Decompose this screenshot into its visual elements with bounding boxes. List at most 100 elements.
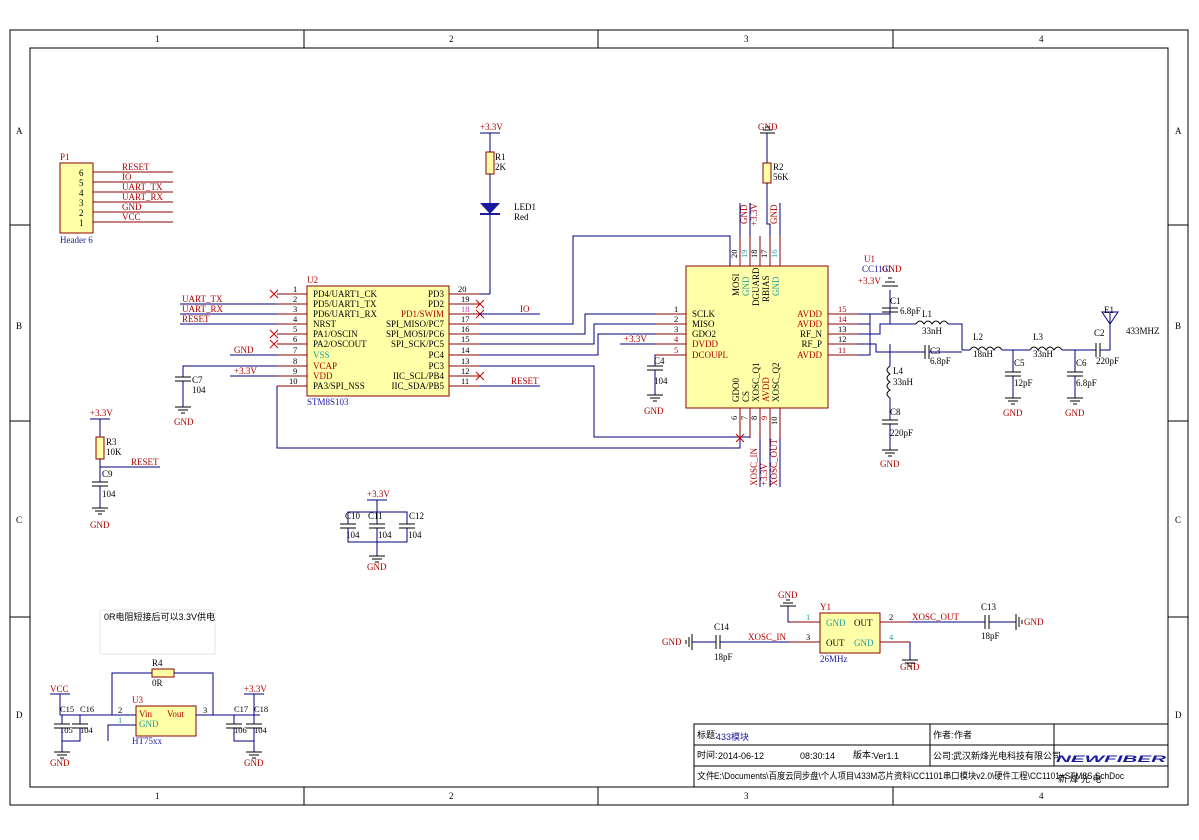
c13-gnd: GND bbox=[1024, 617, 1044, 627]
u1-pin-20-name: MOSI bbox=[731, 273, 741, 296]
y1-pin-2-num: 2 bbox=[889, 612, 893, 622]
c7-value: 104 bbox=[192, 385, 206, 395]
u2-pin-7-name: VSS bbox=[313, 350, 330, 360]
u3-gnd-pin: GND bbox=[139, 719, 159, 729]
u1-pin-19-num: 19 bbox=[739, 250, 749, 259]
title-label: 标题: bbox=[697, 729, 718, 740]
c17-value: 106 bbox=[234, 725, 247, 735]
u1-pin-16-name: GND bbox=[771, 276, 781, 296]
u1-pin-3-name: GDO2 bbox=[692, 329, 716, 339]
r1-value: 2K bbox=[495, 162, 507, 172]
u1-pin-15-name: AVDD bbox=[797, 309, 822, 319]
c14-gnd: GND bbox=[662, 637, 682, 647]
title-value: 433模块 bbox=[716, 731, 749, 742]
u2-mcu: U2 STM8S103 PD4/UART1_CK PD5/UART1_TX PD… bbox=[174, 235, 751, 449]
e1-ref: E1 bbox=[1104, 305, 1114, 315]
c2-ref: C2 bbox=[1094, 328, 1105, 338]
border-ticks bbox=[10, 30, 1188, 805]
p1-name: Header 6 bbox=[60, 235, 93, 245]
u2-pin-3-num: 3 bbox=[293, 304, 297, 314]
u2-net-reset-right: RESET bbox=[511, 376, 539, 386]
p1-net-vcc: VCC bbox=[122, 212, 141, 222]
p1-header: P1 Header 6 6 5 4 3 2 1 RESET IO UART_TX… bbox=[59, 152, 173, 245]
note-box bbox=[99, 609, 216, 655]
c7-ref: C7 bbox=[192, 375, 203, 385]
c5-gnd: GND bbox=[1003, 408, 1023, 418]
u2-pin-16-name: SPI_MOSI/PC6 bbox=[386, 329, 445, 339]
c2-value: 220pF bbox=[1096, 356, 1119, 366]
u2-pin-3-name: PD6/UART1_RX bbox=[313, 309, 377, 319]
c6-gnd: GND bbox=[1065, 408, 1085, 418]
c3-ref: C3 bbox=[930, 346, 941, 356]
r4-value: 0R bbox=[152, 678, 163, 688]
u1-pin-18-name: DGUARD bbox=[751, 267, 761, 306]
led1-ref: LED1 bbox=[514, 202, 536, 212]
border-row-d-right: D bbox=[1175, 710, 1182, 720]
c13-value: 18pF bbox=[981, 631, 1000, 641]
c12-value: 104 bbox=[408, 530, 422, 540]
border-col-2-top: 2 bbox=[449, 34, 454, 44]
c9-ref: C9 bbox=[102, 469, 113, 479]
u2-pin-9-name: VDD bbox=[313, 371, 333, 381]
u1-net-33v-18: +3.3V bbox=[749, 203, 759, 226]
y1-pin-3-name: OUT bbox=[826, 638, 845, 648]
sheet-inner-border bbox=[29, 47, 1169, 788]
led1-value: Red bbox=[514, 212, 529, 222]
border-row-b-right: B bbox=[1175, 321, 1181, 331]
u2-net-io: IO bbox=[520, 304, 530, 314]
c13-ref: C13 bbox=[981, 602, 997, 612]
u2-pin-16-num: 16 bbox=[461, 324, 470, 334]
u3-regulator: U3 HT75xx Vin Vout GND 2 3 1 R4 0R VCC +… bbox=[50, 658, 268, 768]
c1-value: 6.8pF bbox=[900, 306, 921, 316]
u1-pin-11-name: AVDD bbox=[797, 350, 822, 360]
p1-net-gnd: GND bbox=[122, 202, 142, 212]
p1-net-uart-tx: UART_TX bbox=[122, 182, 163, 192]
u2-pin-20-name: PD3 bbox=[428, 289, 445, 299]
c3-value: 6.8pF bbox=[930, 356, 951, 366]
u1-pin-10-name: XOSC_Q2 bbox=[771, 362, 781, 402]
u2-pin-4-num: 4 bbox=[293, 314, 298, 324]
u2-pin-17-name: SPI_MISO/PC7 bbox=[386, 319, 445, 329]
r2-value: 56K bbox=[773, 172, 789, 182]
y1-pin-1-name: GND bbox=[826, 618, 846, 628]
y1-gnd-bottom: GND bbox=[900, 662, 920, 672]
y1-pin-4-name: GND bbox=[854, 638, 874, 648]
r3-ref: R3 bbox=[106, 437, 117, 447]
u2-pin-17-num: 17 bbox=[461, 314, 470, 324]
l3-ref: L3 bbox=[1033, 332, 1043, 342]
u1-pin-12-name: RF_P bbox=[801, 339, 822, 349]
u1-pin-17-name: RBIAS bbox=[761, 275, 771, 302]
border-row-a-left: A bbox=[16, 126, 23, 136]
c4-value: 104 bbox=[654, 376, 668, 386]
p1-pin-5: 5 bbox=[79, 178, 84, 188]
r4-ref: R4 bbox=[152, 658, 163, 668]
p1-ref: P1 bbox=[60, 152, 70, 162]
y1-pin-4-num: 4 bbox=[889, 632, 894, 642]
version-value: Ver1.1 bbox=[873, 751, 899, 761]
border-row-b-left: B bbox=[16, 321, 22, 331]
reg-vcc-label: VCC bbox=[50, 684, 69, 694]
u1-pin-1-num: 1 bbox=[674, 304, 678, 314]
company-value: 武汉新烽光电科技有限公司 bbox=[953, 750, 1061, 761]
u1-pin-1-name: SCLK bbox=[692, 309, 716, 319]
u1-pin-6-name: GDO0 bbox=[731, 378, 741, 402]
u2-name: STM8S103 bbox=[307, 397, 349, 407]
r3-net-reset: RESET bbox=[131, 457, 159, 467]
u1-name: CC1101 bbox=[862, 264, 892, 274]
p1-pin-4: 4 bbox=[79, 188, 84, 198]
u1-pin-18-num: 18 bbox=[749, 250, 759, 259]
p1-pin-2: 2 bbox=[79, 208, 84, 218]
border-row-c-right: C bbox=[1175, 515, 1181, 525]
u3-name: HT75xx bbox=[132, 736, 162, 746]
u1-pin-12-num: 12 bbox=[838, 334, 847, 344]
c5-value: 12pF bbox=[1014, 378, 1033, 388]
u2-pin-7-num: 7 bbox=[293, 345, 297, 355]
u2-pin-14-num: 14 bbox=[461, 345, 470, 355]
border-col-1-bottom: 1 bbox=[155, 791, 160, 801]
u2-net-gnd: GND bbox=[234, 345, 254, 355]
c1-ref: C1 bbox=[890, 296, 901, 306]
u1-pin-13-name: RF_N bbox=[800, 329, 823, 339]
p1-net-uart-rx: UART_RX bbox=[122, 192, 163, 202]
border-col-4-top: 4 bbox=[1039, 34, 1044, 44]
